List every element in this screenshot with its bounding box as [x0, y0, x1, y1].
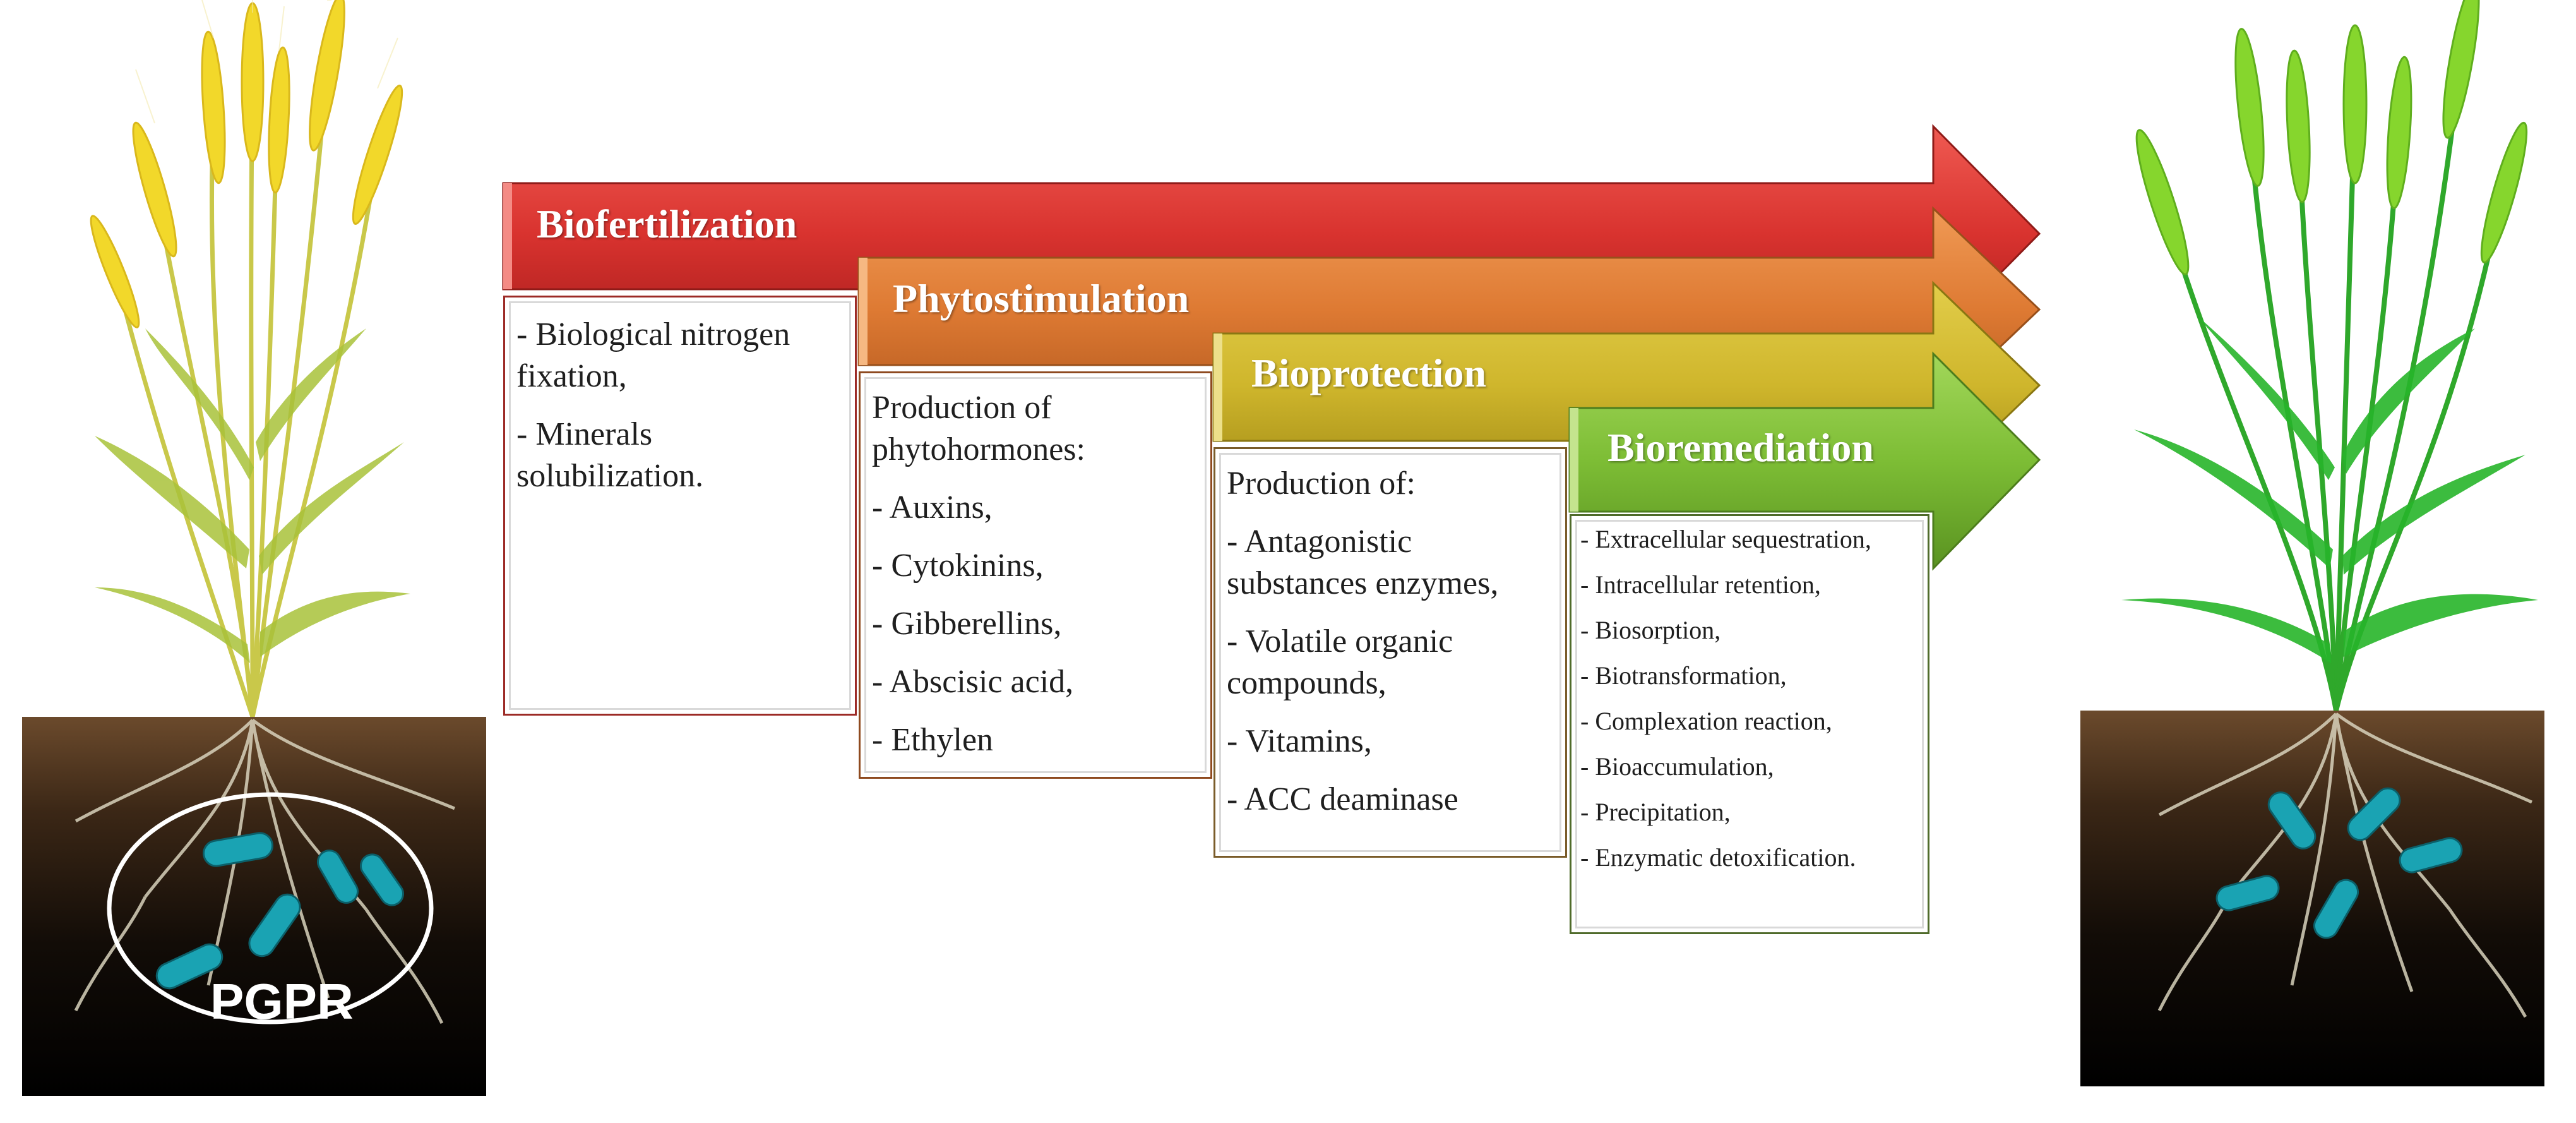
list-item: - Bioaccumulation, [1580, 752, 1774, 781]
bioremediation-box: - Extracellular sequestration, - Intrace… [1570, 514, 1929, 934]
soil-block-icon [2080, 711, 2544, 1086]
list-item: Production of phytohormones: [872, 390, 1085, 467]
band-title-phytostimulation: Phytostimulation [893, 276, 1190, 321]
list-item: - Enzymatic detoxification. [1580, 843, 1856, 872]
list-item: - Minerals solubilization. [516, 416, 704, 494]
list-item: - Intracellular retention, [1580, 570, 1821, 599]
list-item: - Biotransformation, [1580, 661, 1787, 690]
list-item: - Gibberellins, [872, 606, 1062, 642]
list-item: - Antagonistic substances enzymes, [1227, 524, 1499, 601]
list-item: - Ethylen [872, 722, 994, 758]
phytostimulation-box: Production of phytohormones: - Auxins, -… [859, 371, 1212, 779]
list-item: Production of: [1227, 465, 1416, 501]
list-item: - Biosorption, [1580, 616, 1721, 644]
list-item: - Vitamins, [1227, 723, 1372, 759]
list-item: - ACC deaminase [1227, 781, 1458, 817]
band-title-bioremediation: Bioremediation [1607, 425, 1874, 470]
list-item: - Biological nitrogen fixation, [516, 316, 790, 394]
bacteria-icon [155, 832, 404, 990]
biofertilization-box: - Biological nitrogen fixation, - Minera… [503, 296, 857, 716]
list-item: - Auxins, [872, 489, 993, 525]
left-plant-panel [22, 0, 486, 1096]
right-plant-panel [2080, 0, 2544, 1086]
wheat-plant-green-icon [2121, 0, 2538, 711]
band-title-bioprotection: Bioprotection [1251, 351, 1487, 395]
list-item: - Abscisic acid, [872, 664, 1074, 700]
wheat-plant-ripe-icon [90, 0, 410, 718]
list-item: - Complexation reaction, [1580, 707, 1832, 735]
arrow-bioremediation [1568, 351, 2041, 571]
bioprotection-box: Production of: - Antagonistic substances… [1213, 447, 1567, 858]
list-item: - Volatile organic compounds, [1227, 623, 1453, 701]
list-item: - Precipitation, [1580, 798, 1731, 826]
pgpr-label: PGPR [210, 973, 354, 1030]
band-title-biofertilization: Biofertilization [537, 201, 797, 246]
pgpr-circle [107, 792, 434, 1024]
list-item: - Extracellular sequestration, [1580, 525, 1871, 553]
list-item: - Cytokinins, [872, 548, 1044, 584]
bacteria-icon [2215, 787, 2463, 939]
